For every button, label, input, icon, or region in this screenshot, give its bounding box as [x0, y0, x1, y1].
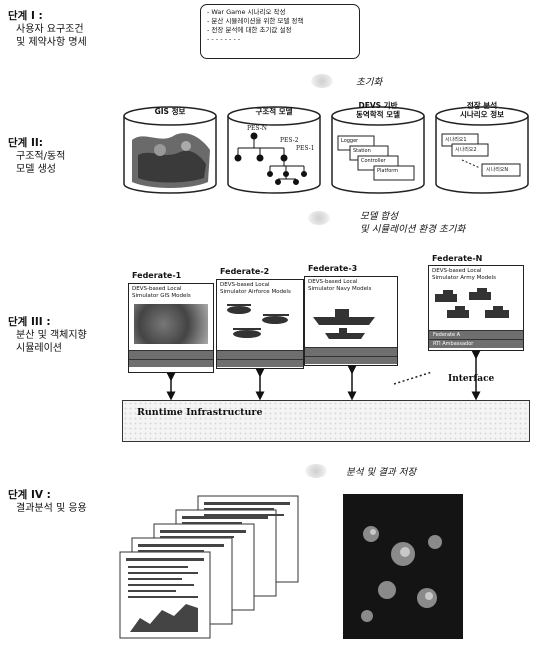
- gis-cylinder: [123, 106, 217, 194]
- structural-cylinder-label: 구조적 모델: [255, 107, 293, 116]
- federate-n-bar-rti: RTI Ambassador: [429, 339, 523, 348]
- stage-1-title: 단계 I :: [8, 10, 43, 22]
- tree-diagram: [234, 132, 307, 185]
- federate-1-panel: DEVS-based Local Simulator GIS Models: [128, 283, 214, 373]
- federate-2-bar: [217, 350, 303, 359]
- stage-4-label: 단계 IV : 결과분석 및 응용: [8, 489, 87, 515]
- federate-1-text: DEVS-based Local Simulator GIS Models: [132, 286, 191, 299]
- result-reports-image: [119, 495, 299, 639]
- simulation-visualization-image: [343, 494, 463, 639]
- stage-3-label: 단계 III : 분산 및 객체지향 시뮬레이션: [8, 316, 87, 355]
- scenario-info-cylinder: [435, 106, 529, 194]
- devs-dynamic-model-cylinder: [331, 106, 425, 194]
- window-label-controller: Controller: [361, 158, 386, 164]
- federate-2-title: Federate-2: [220, 267, 270, 276]
- federate-n-title: Federate-N: [432, 254, 483, 263]
- structural-model-cylinder: [227, 106, 321, 194]
- federate-1-bar: [129, 350, 213, 359]
- federate-2-bar: [217, 359, 303, 367]
- window-label-scenario-n: 시나리오N: [486, 167, 509, 173]
- swirl-icon: [305, 464, 327, 478]
- ellipsis-dots: [393, 371, 433, 385]
- federate-2-text: DEVS-based Local Simulator Airforce Mode…: [220, 282, 291, 295]
- interface-label: Interface: [448, 374, 495, 384]
- stage-3-title: 단계 III :: [8, 316, 51, 328]
- federate-3-text: DEVS-based Local Simulator Navy Models: [308, 279, 372, 292]
- federate-1-title: Federate-1: [132, 271, 182, 280]
- stage-4-title: 단계 IV :: [8, 489, 51, 501]
- gis-cylinder-label: GIS 정보: [154, 107, 186, 116]
- tree-node-pes-2: PES-2: [280, 137, 299, 144]
- stage-1-label: 단계 I : 사용자 요구조건 및 제약사항 명세: [8, 10, 87, 49]
- federate-3-panel: DEVS-based Local Simulator Navy Models: [304, 276, 398, 366]
- swirl-icon: [308, 211, 330, 225]
- terrain-image: [134, 304, 208, 344]
- federate-n-text: DEVS-based Local Simulator Army Models: [432, 268, 496, 281]
- terrain-map-image: [132, 133, 210, 188]
- stage-2-desc: 구조적/동적 모델 생성: [16, 151, 66, 175]
- stage-3-desc: 분산 및 객체지향 시뮬레이션: [16, 330, 87, 354]
- army-image: [435, 288, 509, 318]
- step-compose-label: 모델 합성 및 시뮬레이션 환경 초기화: [360, 211, 466, 235]
- window-label-logger: Logger: [341, 138, 359, 144]
- devs-cylinder-label: DEVS 기반 동역학적 모델: [355, 101, 400, 119]
- ships-image: [313, 309, 375, 339]
- model-databases-diagram: [123, 106, 529, 194]
- federate-n-panel: DEVS-based Local Simulator Army Models F…: [428, 265, 524, 351]
- step-init-label: 초기화: [356, 77, 383, 88]
- stage-2-label: 단계 II: 구조적/동적 모델 생성: [8, 137, 65, 176]
- federate-2-panel: DEVS-based Local Simulator Airforce Mode…: [216, 279, 304, 369]
- aircraft-image: [227, 304, 289, 338]
- stage-1-desc: 사용자 요구조건 및 제약사항 명세: [16, 24, 87, 48]
- window-label-scenario-1: 시나리오1: [445, 137, 467, 143]
- stage-4-desc: 결과분석 및 응용: [16, 503, 87, 514]
- federate-3-title: Federate-3: [308, 264, 358, 273]
- federate-3-bar: [305, 347, 397, 356]
- runtime-infrastructure-bar: Runtime Infrastructure: [122, 400, 530, 442]
- federate-1-bar: [129, 359, 213, 367]
- window-label-station: Station: [353, 148, 371, 154]
- window-label-platform: Platform: [377, 168, 399, 174]
- tree-node-pes-1: PES-1: [296, 145, 315, 152]
- window-label-scenario-2: 시나리오2: [455, 147, 477, 153]
- federate-n-bar-a: Federate A: [429, 330, 523, 339]
- battle-scene-graphic: [361, 526, 442, 622]
- tree-node-pes-n: PES-N: [247, 125, 268, 132]
- requirements-box: - War Game 시나리오 작성 - 분산 시뮬레이션을 위한 모델 정책 …: [200, 4, 360, 59]
- stage-2-title: 단계 II:: [8, 137, 43, 149]
- swirl-icon: [311, 74, 333, 88]
- scenario-cylinder-label: 전장 분석 시나리오 정보: [459, 101, 504, 119]
- federate-3-bar: [305, 356, 397, 364]
- step-analysis-label: 분석 및 결과 저장: [346, 467, 417, 478]
- runtime-label: Runtime Infrastructure: [137, 407, 263, 418]
